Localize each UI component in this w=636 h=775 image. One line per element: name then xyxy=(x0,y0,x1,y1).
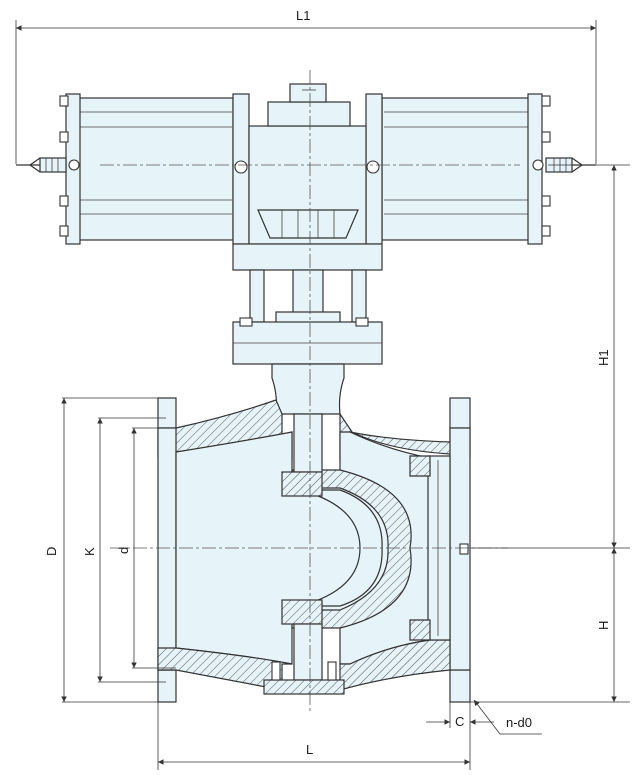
left-cylinder xyxy=(77,97,234,241)
body-neck xyxy=(271,363,345,415)
upper-stem xyxy=(293,413,323,473)
lower-trunnion xyxy=(281,599,323,625)
label-nd0: n-d0 xyxy=(506,715,532,730)
center-housing xyxy=(248,125,367,245)
bracket-leg-left xyxy=(249,269,265,323)
ball-cavity xyxy=(299,489,383,607)
lower-left-wall xyxy=(157,647,293,691)
label-l1: L1 xyxy=(296,8,310,23)
right-cylinder xyxy=(381,97,531,241)
left-flange-bottom xyxy=(157,669,177,703)
label-c: C xyxy=(455,714,464,729)
ball-segment xyxy=(291,469,412,629)
dimensions xyxy=(15,20,630,770)
label-d-bore: d xyxy=(116,547,131,554)
label-k: K xyxy=(82,547,97,556)
left-adjusting-screw xyxy=(16,157,67,173)
center-lines xyxy=(100,70,520,712)
position-indicator xyxy=(289,83,327,103)
right-endcap-bolts xyxy=(541,95,551,237)
nd0-leader xyxy=(473,699,542,735)
left-pivot-bolt xyxy=(68,159,80,171)
bottom-cover xyxy=(263,679,345,695)
right-pivot-bolt xyxy=(532,159,544,171)
label-h: H xyxy=(596,621,611,630)
right-flange-top xyxy=(449,397,471,429)
lower-stem xyxy=(293,623,323,681)
valve-body xyxy=(157,363,471,703)
housing-bolt-left xyxy=(234,160,248,174)
lower-right-wall xyxy=(339,639,451,691)
left-flange-top xyxy=(157,397,177,429)
label-h1: H1 xyxy=(596,349,611,366)
housing-bolt-right xyxy=(366,160,380,174)
left-endcap-bolts xyxy=(59,95,69,237)
right-flange-bottom xyxy=(449,669,471,703)
label-d-outer: D xyxy=(44,547,59,556)
bracket-leg-right xyxy=(351,269,367,323)
upper-trunnion xyxy=(281,471,323,497)
left-flange-face xyxy=(157,427,177,671)
seat-screw xyxy=(459,543,469,555)
mounting-bracket-top xyxy=(232,243,383,271)
pneumatic-actuator xyxy=(16,83,596,365)
label-l: L xyxy=(306,742,313,757)
top-cover xyxy=(267,101,351,127)
